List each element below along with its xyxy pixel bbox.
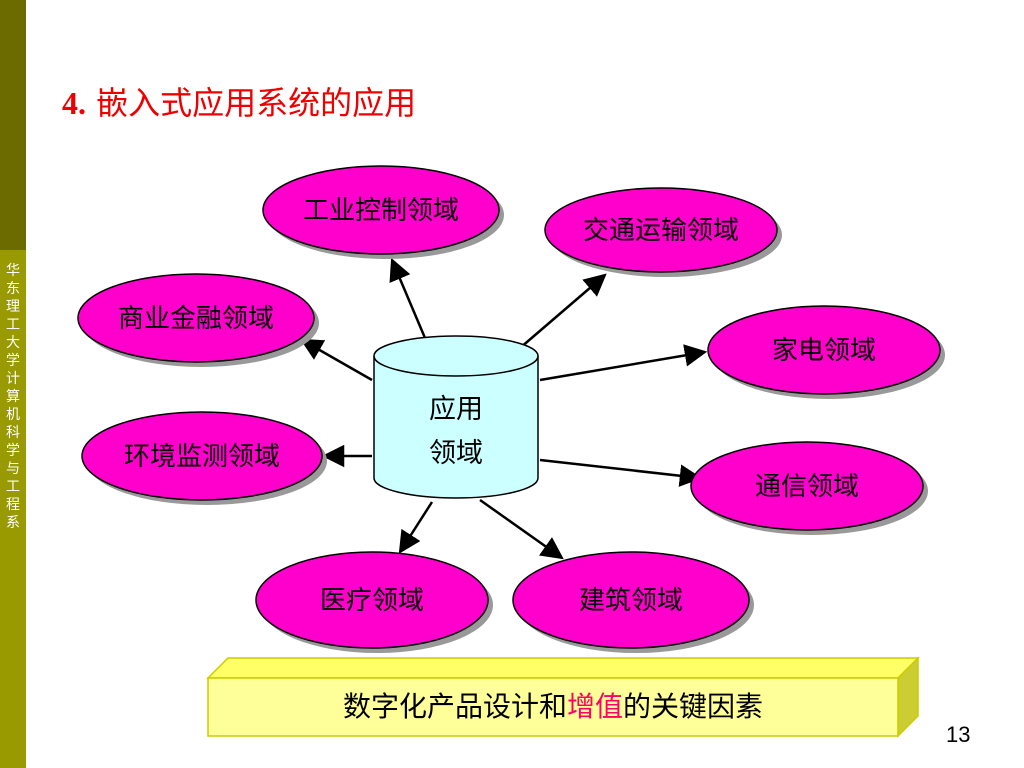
node-label: 家电领域 bbox=[772, 336, 876, 366]
arrow-transport bbox=[519, 273, 607, 349]
title-text: 嵌入式应用系统的应用 bbox=[86, 84, 417, 122]
arrow-medical bbox=[398, 501, 434, 554]
node-home-appliance: 家电领域 bbox=[707, 305, 945, 399]
slide-title: 4. 嵌入式应用系统的应用 bbox=[62, 78, 416, 124]
node-label: 通信领域 bbox=[755, 472, 859, 502]
connector-arrows bbox=[300, 257, 708, 560]
center-label-line1: 应用 bbox=[429, 394, 483, 425]
arrow-construction bbox=[479, 498, 564, 560]
arrow-appliance bbox=[539, 344, 708, 382]
page-number: 13 bbox=[946, 722, 971, 747]
summary-banner-text: 数字化产品设计和增值的关键因素 bbox=[208, 678, 898, 736]
node-industrial-control: 工业控制领域 bbox=[262, 165, 504, 259]
node-communication: 通信领域 bbox=[690, 441, 928, 535]
sidebar-top-band bbox=[0, 0, 26, 250]
banner-highlight: 增值 bbox=[566, 690, 623, 723]
center-label-line2: 领域 bbox=[429, 438, 483, 469]
node-label: 工业控制领域 bbox=[303, 196, 459, 226]
sidebar: 华东理工大学计算机科学与工程系 bbox=[0, 0, 26, 768]
node-label: 医疗领域 bbox=[320, 586, 424, 616]
arrow-communication bbox=[539, 458, 703, 487]
arrow-finance bbox=[300, 338, 373, 382]
node-commerce-finance: 商业金融领域 bbox=[77, 273, 319, 367]
banner-text-before: 数字化产品设计和 bbox=[342, 690, 567, 723]
node-medical: 医疗领域 bbox=[255, 551, 493, 653]
node-transportation: 交通运输领域 bbox=[544, 187, 782, 277]
center-cylinder: 应用 领域 bbox=[373, 335, 539, 499]
title-number: 4. bbox=[62, 85, 86, 121]
summary-banner-box bbox=[206, 656, 920, 738]
node-construction: 建筑领域 bbox=[512, 551, 754, 653]
arrow-industrial bbox=[389, 257, 427, 339]
node-label: 商业金融领域 bbox=[118, 304, 274, 334]
node-environment-monitoring: 环境监测领域 bbox=[81, 411, 327, 505]
node-label: 交通运输领域 bbox=[583, 216, 739, 246]
banner-text-after: 的关键因素 bbox=[623, 690, 764, 723]
sidebar-text: 华东理工大学计算机科学与工程系 bbox=[6, 263, 20, 531]
node-label: 环境监测领域 bbox=[124, 442, 280, 472]
node-label: 建筑领域 bbox=[579, 586, 683, 616]
